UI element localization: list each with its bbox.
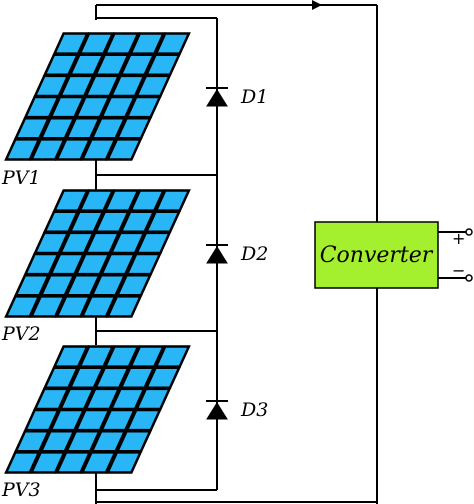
diode-d2-icon: [206, 246, 228, 264]
diode-d3-icon: [206, 402, 228, 420]
pv2-label: PV2: [1, 323, 41, 345]
pv1-cell: [80, 138, 118, 161]
diode-d3: [206, 400, 228, 420]
plus-sign: +: [452, 229, 465, 248]
plus-terminal-icon: [465, 228, 473, 236]
converter-box: [314, 221, 439, 289]
pv1-panel: [4, 32, 191, 161]
diode-d2: [206, 244, 228, 264]
diode-d1-icon: [206, 89, 228, 107]
diode-d2-label: D2: [240, 243, 268, 265]
pv2-cell: [80, 295, 118, 318]
pv3-cell: [105, 451, 143, 474]
pv1-label: PV1: [1, 167, 41, 189]
pv3-cell: [80, 451, 118, 474]
pv3-cell: [29, 451, 67, 474]
pv3-panel: [4, 345, 191, 474]
current-arrow-icon: [312, 0, 322, 10]
pv3-cell: [54, 451, 92, 474]
diode-d1-label: D1: [240, 86, 268, 108]
pv-panels: [4, 32, 191, 474]
pv2-cell: [54, 295, 92, 318]
pv2-panel: [4, 189, 191, 318]
diode-d1: [206, 87, 228, 107]
diode-d3-label: D3: [240, 399, 268, 421]
minus-sign: −: [452, 261, 465, 280]
pv3-label: PV3: [1, 479, 41, 501]
pv1-cell: [29, 138, 67, 161]
pv3-cell: [4, 451, 41, 474]
minus-terminal-icon: [465, 274, 473, 282]
converter-label: Converter: [320, 243, 434, 268]
pv2-cell: [29, 295, 67, 318]
pv1-cell: [105, 138, 143, 161]
pv2-cell: [4, 295, 41, 318]
pv1-cell: [4, 138, 41, 161]
pv2-cell: [105, 295, 143, 318]
pv1-cell: [54, 138, 92, 161]
